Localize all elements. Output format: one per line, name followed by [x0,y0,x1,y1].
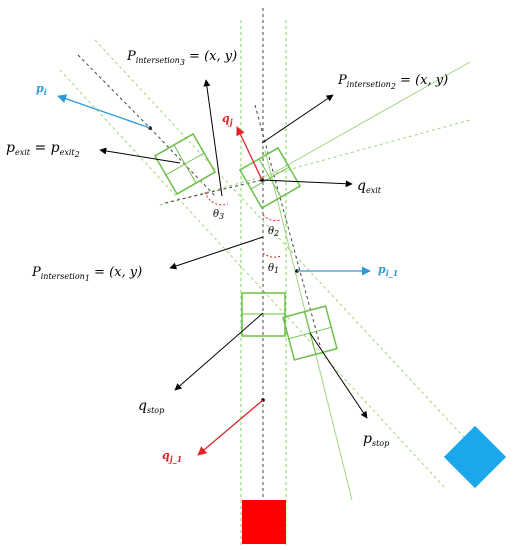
p-intersection3-arrow [203,79,223,197]
q-j-1-label: qj_1 [162,449,182,464]
q-stop-box [241,292,286,337]
q-j-label: qj [222,112,233,127]
p-i-label: pi [36,82,47,97]
blue-vehicle [443,425,507,489]
q-exit-label: qexit [357,178,382,195]
p-i-arrow [57,94,151,129]
exit-center-line [164,179,263,204]
q-stop-label: qstop [138,398,164,415]
p-stop-arrow [309,332,368,419]
exit2-line-lower [159,119,471,206]
theta2-label: θ2 [268,226,279,238]
p-exit-arrow [99,147,181,164]
theta1-label: θ1 [268,263,279,275]
q-exit-box [238,146,302,210]
p-stop-label: pstop [363,431,389,448]
p-exit-box [153,132,217,196]
theta1-arc [262,252,282,258]
exit2-line-upper [269,61,471,176]
p-intersection1-label: Pintersetion1 = (x, y) [31,265,142,283]
q-j-arrow [236,126,263,181]
diagonal-lane-lower-edge [59,69,446,489]
red-vehicle [242,500,286,544]
p-intersection1-arrow [169,236,264,270]
theta3-label: θ3 [213,209,224,221]
turning-line-1 [264,149,353,501]
theta3-arc [204,191,229,206]
q-j-1-arrow [197,399,264,456]
p-intersection3-label: Pintersetion3 = (x, y) [126,49,237,67]
p-i-1-label: pi_1 [378,263,398,278]
p-intersection2-arrow [261,94,334,144]
theta2-arc [262,214,282,222]
q-stop-arrow [174,312,264,391]
q-exit-arrow [261,179,353,188]
p-exit-label: pexit = pexit2 [6,140,80,159]
p-intersection2-label: Pintersetion2 = (x, y) [337,73,448,91]
diagonal-lane-center [77,54,151,129]
diagonal-center-ext [149,127,216,197]
